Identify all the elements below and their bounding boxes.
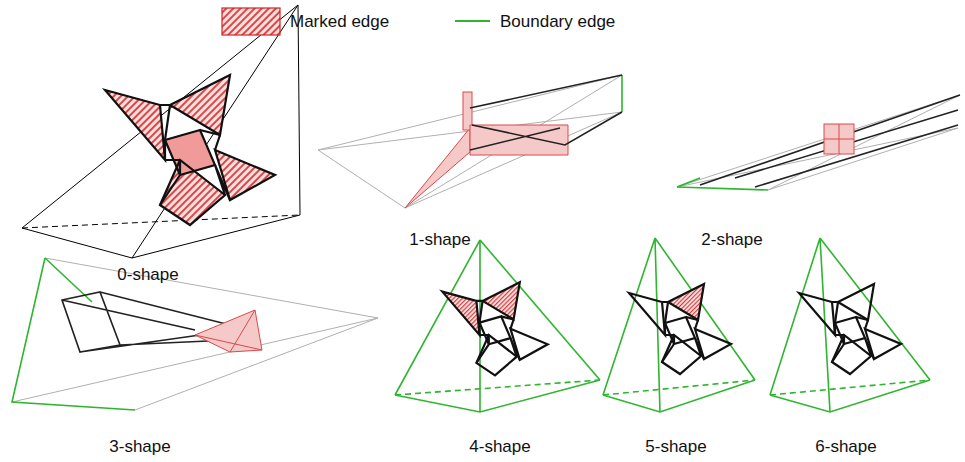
legend-label: Marked edge <box>290 12 389 32</box>
figure-stroke <box>799 284 901 374</box>
shape-caption: 0-shape <box>117 265 178 285</box>
figure-stroke <box>62 292 230 352</box>
figure-stroke <box>621 75 623 112</box>
figure-stroke <box>195 310 262 352</box>
figure-stroke <box>12 258 378 410</box>
figure-stroke <box>395 380 600 395</box>
figure-stroke <box>442 282 547 375</box>
legend-sample <box>222 8 280 35</box>
three-shape-figure <box>12 258 378 410</box>
hatched-swatch <box>222 8 280 35</box>
figure-stroke <box>22 215 300 228</box>
figure-stroke <box>677 178 768 190</box>
shape-caption: 1-shape <box>409 230 470 250</box>
figure-stroke <box>442 282 547 375</box>
figure-stroke <box>629 284 731 374</box>
legend-samples <box>222 8 490 35</box>
figure-stroke <box>629 284 731 374</box>
figure-stroke <box>195 310 262 352</box>
shape-caption: 6-shape <box>815 437 876 457</box>
figure-stroke <box>824 124 854 154</box>
shape-caption: 3-shape <box>109 437 170 457</box>
figure-stroke <box>799 284 901 374</box>
figure-stroke <box>603 238 755 412</box>
legend-label: Boundary edge <box>500 12 615 32</box>
figure-stroke <box>770 380 930 395</box>
five-shape-figure <box>603 238 755 412</box>
figure-stroke <box>405 128 470 208</box>
figure-stroke <box>470 75 622 150</box>
four-shape-figure <box>395 240 600 412</box>
figure-stroke <box>105 75 275 225</box>
shape-caption: 2-shape <box>701 230 762 250</box>
figure-stroke <box>22 5 300 258</box>
figure-stroke <box>105 75 275 225</box>
shape-caption: 4-shape <box>469 437 530 457</box>
one-shape-figure <box>318 75 622 208</box>
zero-shape-figure <box>22 5 300 258</box>
six-shape-figure <box>770 238 930 412</box>
legend-sample <box>455 21 490 22</box>
figure-stroke <box>318 75 622 208</box>
two-shape-figure <box>677 95 960 190</box>
shape-caption: 5-shape <box>645 437 706 457</box>
figure-stroke <box>677 95 960 190</box>
figure-stroke <box>700 95 960 187</box>
figure-stroke <box>770 238 930 412</box>
figure-stroke <box>395 240 600 412</box>
figure-stroke <box>824 124 854 154</box>
figure-stroke <box>463 92 472 130</box>
figure-stroke <box>603 380 755 395</box>
green-line-sample <box>455 20 490 22</box>
